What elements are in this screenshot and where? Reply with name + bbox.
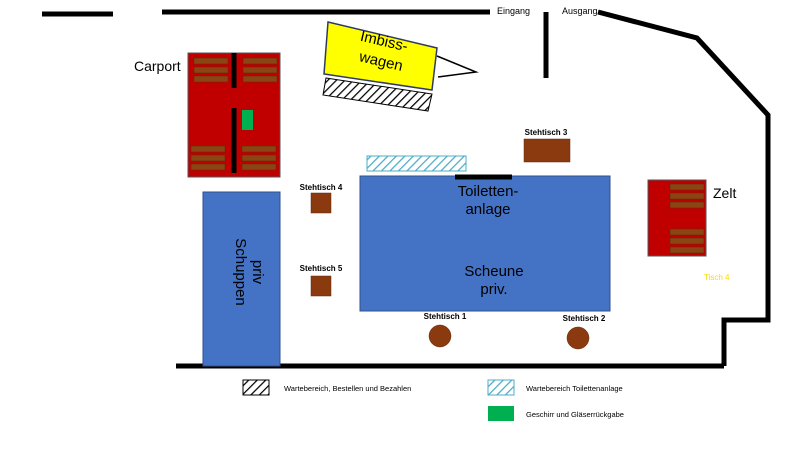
toilet-label-line1: Toiletten- xyxy=(458,183,519,200)
legend-swatch-waiting-order xyxy=(242,379,270,396)
stehtisch-4 xyxy=(310,192,332,214)
bench xyxy=(669,246,705,254)
dishes-return-station xyxy=(242,110,253,130)
stehtisch-5 xyxy=(310,275,332,297)
legend-label-dishes-return: Geschirr und Gläserrückgabe xyxy=(526,410,624,419)
standing-tables: Stehtisch 3 Stehtisch 4 Stehtisch 5 Steh… xyxy=(300,128,606,350)
exit-label: Ausgang xyxy=(562,6,598,16)
bench xyxy=(193,66,229,74)
bench xyxy=(669,237,705,245)
legend: Wartebereich, Bestellen und Bezahlen War… xyxy=(242,379,624,421)
bench xyxy=(241,163,277,171)
toilet-label-line2: anlage xyxy=(465,201,510,218)
bench xyxy=(241,145,277,153)
food-truck-hitch xyxy=(436,55,479,78)
stehtisch-4-label: Stehtisch 4 xyxy=(300,183,343,192)
scheune-label-line1: Scheune xyxy=(464,263,523,280)
zelt-benches xyxy=(669,183,705,254)
bench xyxy=(669,192,705,200)
stehtisch-5-label: Stehtisch 5 xyxy=(300,264,343,273)
schuppen-label-line1: Schuppen xyxy=(232,238,249,306)
scheune-building xyxy=(359,175,611,312)
stehtisch-3-label: Stehtisch 3 xyxy=(525,128,568,137)
legend-label-waiting-order: Wartebereich, Bestellen und Bezahlen xyxy=(284,384,411,393)
bench xyxy=(669,228,705,236)
entrance-label: Eingang xyxy=(497,6,530,16)
stehtisch-2 xyxy=(566,326,590,350)
wall-right xyxy=(597,9,771,366)
schuppen: Schuppen priv xyxy=(202,191,281,367)
carport-benches xyxy=(190,57,278,171)
bench xyxy=(242,66,278,74)
zelt-area xyxy=(647,179,707,257)
bench xyxy=(242,75,278,83)
tisch4-label: Tisch 4 xyxy=(704,273,730,282)
bench xyxy=(241,154,277,162)
bench xyxy=(190,163,226,171)
legend-swatch-waiting-toilet xyxy=(487,379,515,396)
bench xyxy=(190,145,226,153)
scheune: Toiletten- anlage Scheune priv. xyxy=(359,155,611,312)
carport-label: Carport xyxy=(134,58,181,74)
bench xyxy=(669,201,705,209)
zelt: Zelt Tisch 4 xyxy=(647,179,736,282)
bench xyxy=(669,183,705,191)
food-truck-body xyxy=(323,21,438,91)
waiting-area-order xyxy=(322,77,433,112)
bench xyxy=(193,75,229,83)
bench xyxy=(193,57,229,65)
zelt-label: Zelt xyxy=(713,185,736,201)
food-truck: Imbiss- wagen xyxy=(322,21,479,112)
legend-swatch-dishes-return xyxy=(488,406,514,421)
scheune-label-line2: priv. xyxy=(480,281,507,298)
waiting-area-toilet xyxy=(366,155,467,172)
bench xyxy=(190,154,226,162)
stehtisch-2-label: Stehtisch 2 xyxy=(563,314,606,323)
stehtisch-1-label: Stehtisch 1 xyxy=(424,312,467,321)
legend-label-waiting-toilet: Wartebereich Toilettenanlage xyxy=(526,384,623,393)
carport: Carport xyxy=(134,52,281,178)
bench xyxy=(242,57,278,65)
stehtisch-3 xyxy=(523,138,571,163)
schuppen-building xyxy=(202,191,281,367)
stehtisch-1 xyxy=(428,324,452,348)
schuppen-label-line2: priv xyxy=(249,260,266,285)
